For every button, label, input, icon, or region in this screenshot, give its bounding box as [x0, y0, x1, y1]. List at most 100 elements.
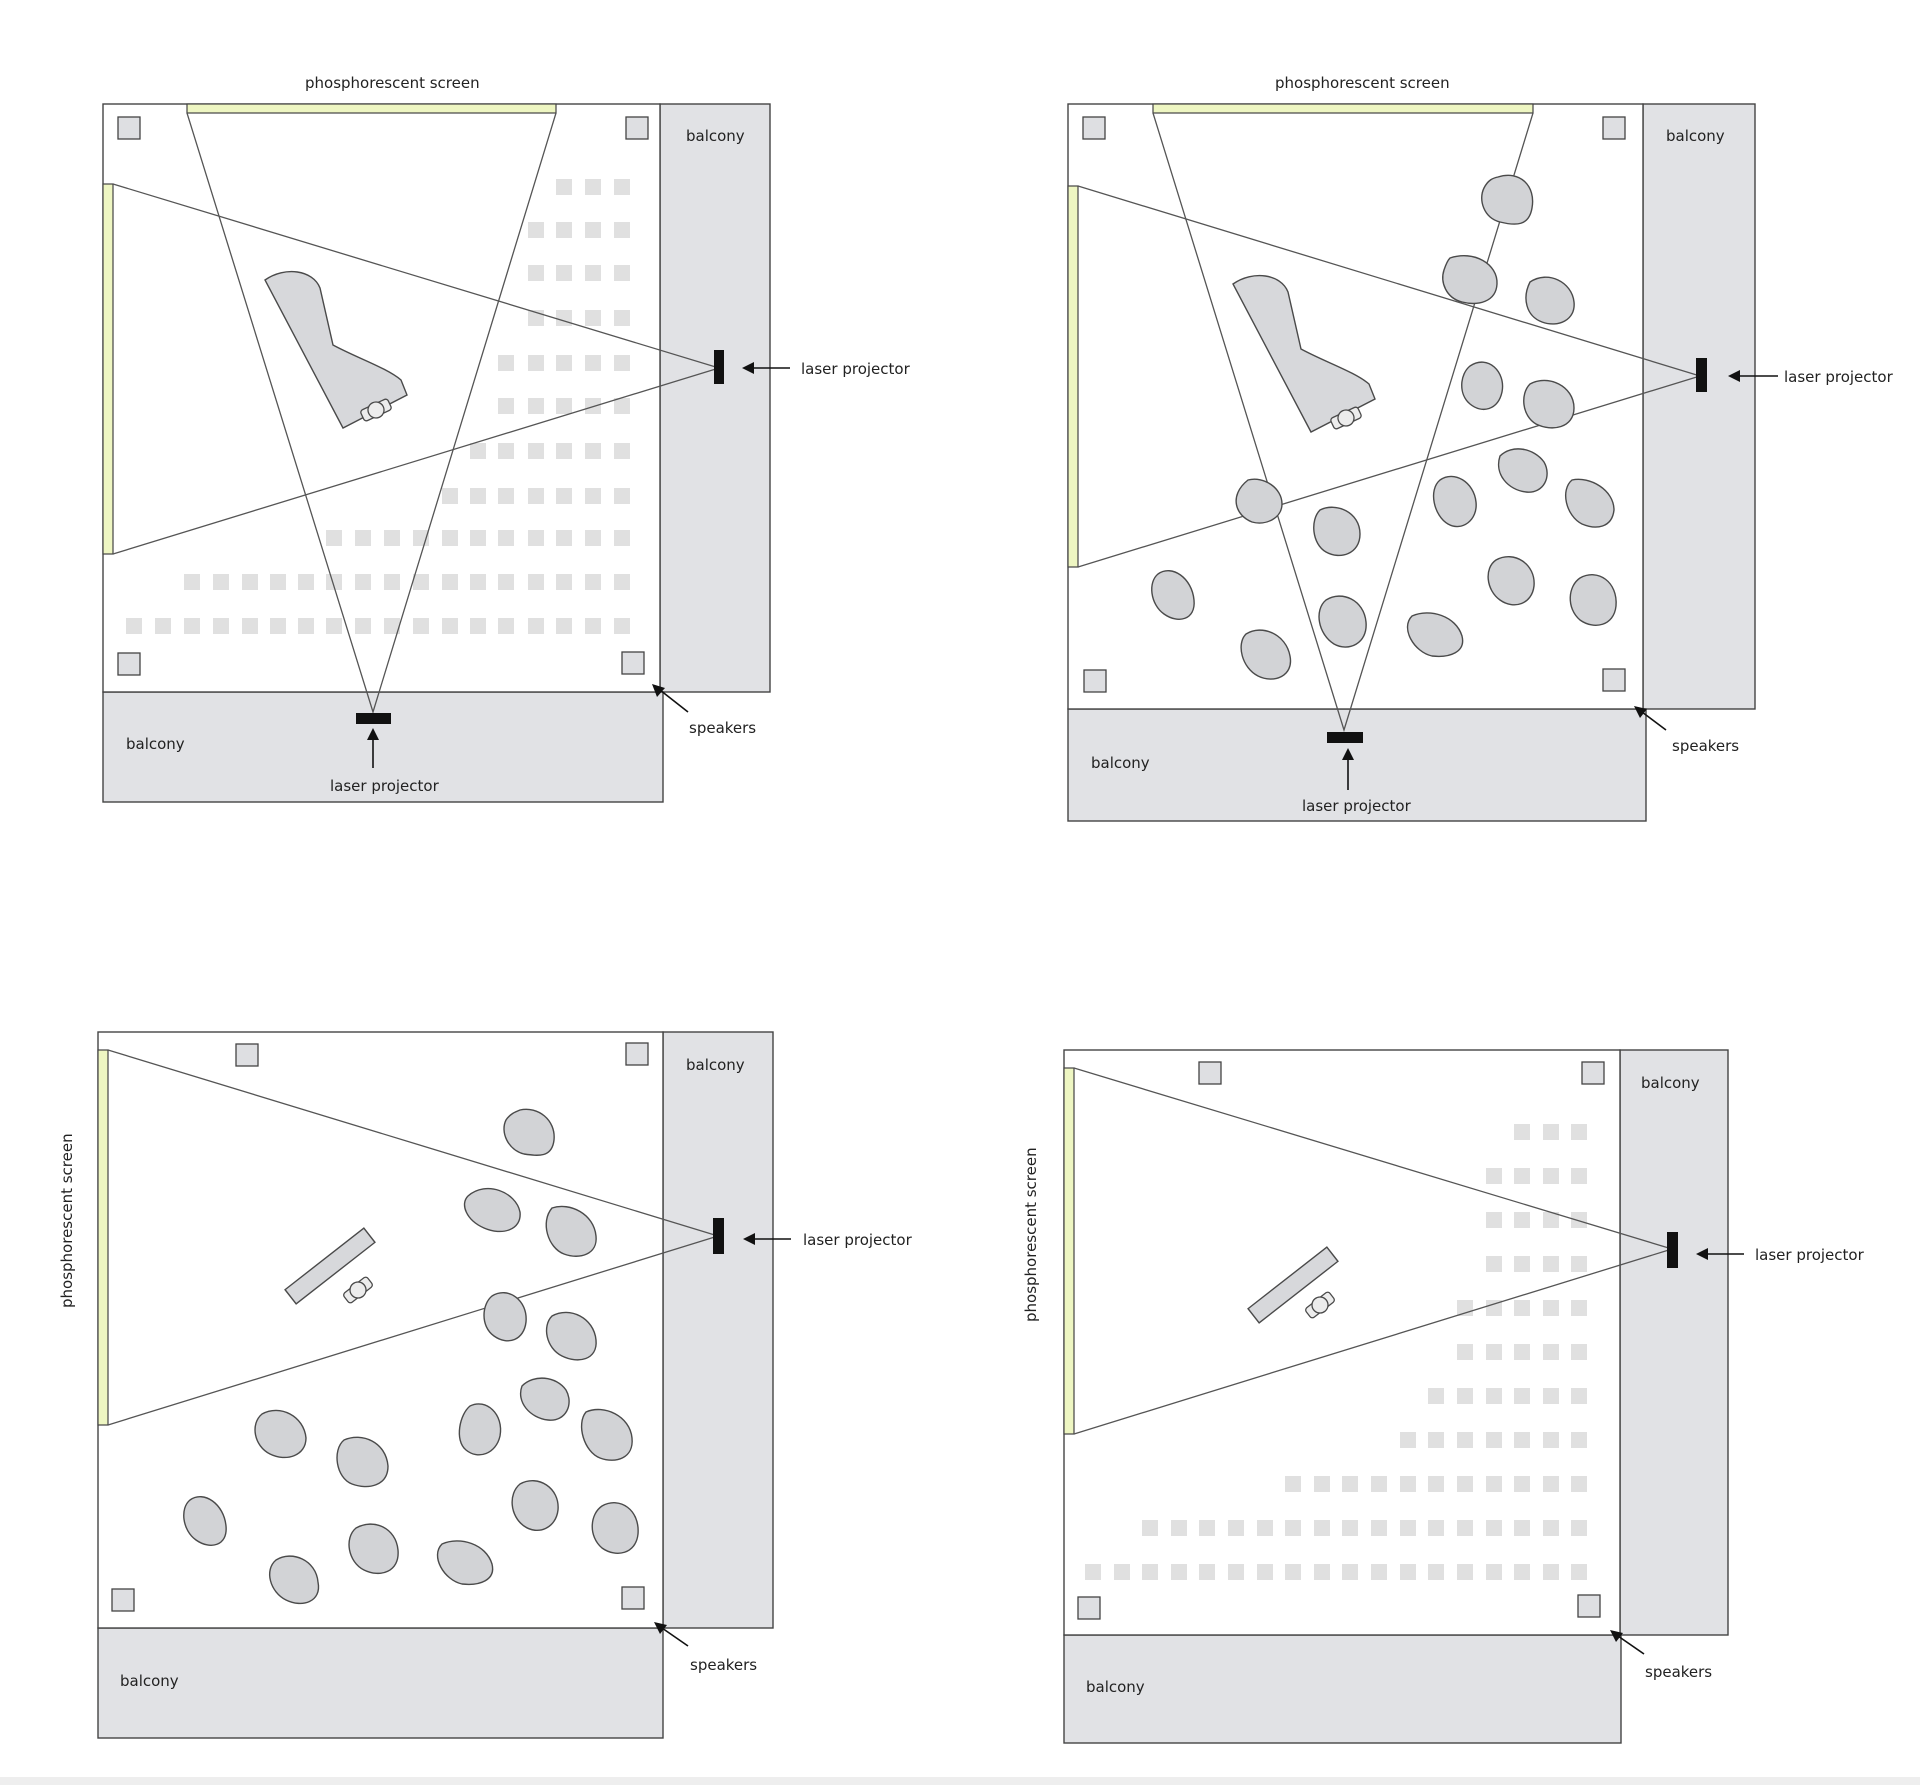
balcony-bottom	[1067, 708, 1647, 822]
bottom-border	[0, 1777, 1920, 1785]
audience-group	[1406, 612, 1464, 658]
audience-group	[519, 1377, 570, 1421]
screen-left	[102, 183, 114, 555]
speaker-icon	[625, 1042, 649, 1066]
panel-bottom-left: phosphorescent screen balcony balcony la…	[58, 1031, 913, 1739]
keyboard-icon	[284, 1227, 376, 1305]
panel-bottom-right: phosphorescent screen balcony balcony la…	[1022, 1049, 1865, 1744]
screen-label: phosphorescent screen	[58, 1133, 76, 1308]
balcony-label: balcony	[1666, 127, 1725, 145]
audience-group	[483, 1292, 527, 1342]
audience-group	[503, 1108, 555, 1156]
screen-left	[1067, 185, 1079, 568]
balcony-label: balcony	[120, 1672, 179, 1690]
speaker-icon	[1077, 1596, 1101, 1620]
audience-group	[1487, 556, 1535, 606]
projector-label: laser projector	[1784, 368, 1894, 386]
audience-group	[1461, 361, 1504, 411]
balcony-label: balcony	[686, 127, 745, 145]
speakers-label: speakers	[1645, 1663, 1712, 1681]
speaker-icon	[1602, 116, 1626, 140]
speakers-label: speakers	[1672, 737, 1739, 755]
balcony-bottom	[97, 1627, 664, 1739]
speaker-icon	[117, 116, 141, 140]
speaker-icon	[111, 1588, 135, 1612]
laser-projector-icon	[356, 713, 391, 724]
speaker-icon	[1083, 669, 1107, 693]
balcony-label: balcony	[1086, 1678, 1145, 1696]
keyboard-icon	[1247, 1246, 1339, 1324]
audience-group	[336, 1436, 389, 1488]
speaker-icon	[621, 651, 645, 675]
seating-rows	[126, 179, 630, 634]
standing-audience	[1151, 174, 1617, 680]
audience-group	[1523, 379, 1575, 429]
screen-label: phosphorescent screen	[1022, 1147, 1040, 1322]
audience-group	[1313, 506, 1361, 557]
screen-left	[97, 1049, 109, 1426]
speaker-icon	[1602, 668, 1626, 692]
balcony-label: balcony	[1641, 1074, 1700, 1092]
speaker-icon	[625, 116, 649, 140]
audience-group	[545, 1311, 597, 1361]
speakers-label: speakers	[689, 719, 756, 737]
speaker-icon	[117, 652, 141, 676]
audience-group	[1569, 574, 1617, 626]
speaker-icon	[1581, 1061, 1605, 1085]
screen-label: phosphorescent screen	[1275, 74, 1450, 92]
screen-left	[1063, 1067, 1075, 1435]
panel-top-left: phosphorescent screen balcony balcony la…	[102, 74, 911, 803]
audience-group	[463, 1187, 521, 1233]
audience-group	[581, 1408, 633, 1461]
room-floor	[1063, 1049, 1621, 1636]
standing-audience	[183, 1108, 639, 1605]
panel-top-right: phosphorescent screen balcony balcony la…	[1067, 74, 1894, 822]
seating-rows	[1085, 1124, 1587, 1580]
audience-group	[183, 1496, 227, 1546]
projector-label: laser projector	[801, 360, 911, 378]
speaker-icon	[621, 1586, 645, 1610]
balcony-label: balcony	[686, 1056, 745, 1074]
projector-label: laser projector	[803, 1231, 913, 1249]
speaker-icon	[1082, 116, 1106, 140]
audience-group	[1432, 475, 1477, 528]
audience-group	[348, 1523, 399, 1575]
laser-projector-icon	[713, 1218, 724, 1254]
laser-projector-icon	[714, 350, 724, 384]
audience-group	[591, 1502, 639, 1554]
balcony-bottom	[102, 691, 664, 803]
audience-group	[1151, 570, 1195, 620]
laser-projector-icon	[1696, 358, 1707, 392]
audience-group	[1235, 478, 1283, 524]
audience-group	[458, 1403, 502, 1456]
audience-group	[1497, 448, 1548, 493]
laser-projector-icon	[1667, 1232, 1678, 1268]
balcony-right	[1619, 1049, 1729, 1636]
audience-group	[545, 1205, 597, 1257]
audience-group	[1318, 595, 1367, 648]
projector-label: laser projector	[1302, 797, 1412, 815]
projector-label: laser projector	[330, 777, 440, 795]
speakers-label: speakers	[690, 1656, 757, 1674]
audience-group	[1525, 276, 1575, 325]
screen-label: phosphorescent screen	[305, 74, 480, 92]
balcony-label: balcony	[1091, 754, 1150, 772]
balcony-bottom	[1063, 1634, 1622, 1744]
speaker-icon	[1577, 1594, 1601, 1618]
speaker-icon	[235, 1043, 259, 1067]
balcony-right	[1642, 103, 1756, 710]
balcony-right	[659, 103, 771, 693]
speaker-icon	[1198, 1061, 1222, 1085]
audience-group	[436, 1540, 494, 1586]
balcony-label: balcony	[126, 735, 185, 753]
audience-group	[1481, 174, 1534, 225]
screen-top	[1152, 103, 1534, 114]
laser-projector-icon	[1327, 732, 1363, 743]
audience-group	[1442, 255, 1498, 305]
audience-group	[254, 1409, 307, 1459]
screen-top	[186, 103, 557, 114]
audience-group	[511, 1480, 559, 1531]
audience-group	[268, 1555, 320, 1605]
balcony-right	[662, 1031, 774, 1629]
